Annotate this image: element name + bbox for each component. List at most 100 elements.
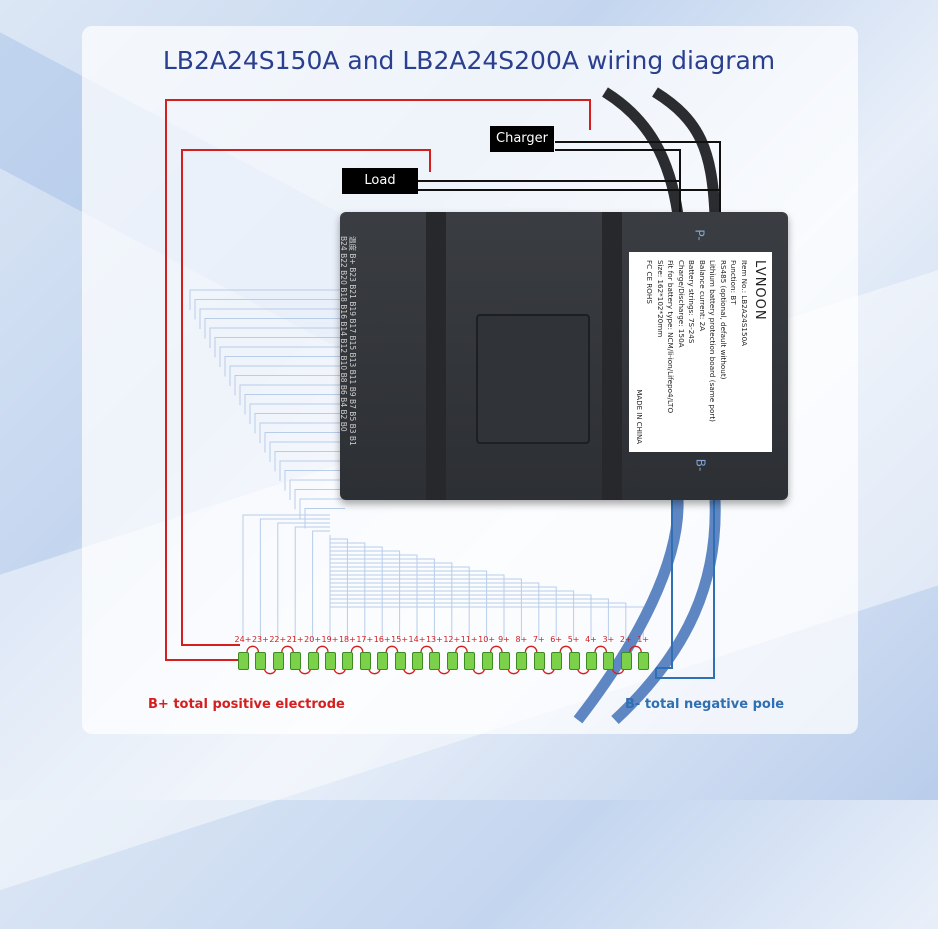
balance-wire [209, 327, 345, 640]
battery-cell [290, 652, 302, 670]
balance-wire [204, 318, 345, 640]
balance-wire [304, 508, 644, 640]
balance-wire [239, 384, 418, 640]
b-minus-cable-2 [611, 499, 721, 725]
cell-label: 12+ [443, 635, 461, 644]
battery-cell [342, 652, 354, 670]
cell-link [559, 645, 573, 653]
battery-cell [394, 652, 406, 670]
cell-label: 9+ [498, 635, 510, 644]
made-in: MADE IN CHINA [635, 389, 643, 444]
cell-label: 20+ [304, 635, 322, 644]
balance-wire [289, 479, 592, 640]
cell-link [385, 645, 399, 653]
b-minus-cable [573, 499, 684, 724]
cell-label: 14+ [408, 635, 426, 644]
label-line: Item No.: LB2A24S150A [740, 260, 749, 347]
battery-cell [464, 652, 476, 670]
cell-link [524, 645, 538, 653]
cell-label: 5+ [567, 635, 580, 644]
balance-wire [269, 441, 522, 640]
balance-wire [224, 356, 366, 640]
balance-wire [254, 413, 470, 640]
bms-rib [426, 212, 446, 500]
battery-cell [238, 652, 249, 670]
cell-label: 10+ [478, 635, 496, 644]
cell-label: 8+ [515, 635, 528, 644]
label-line: Battery strings: 7S-24S [687, 260, 697, 344]
cell-label: 18+ [338, 635, 356, 644]
battery-cell [481, 652, 493, 670]
b-minus-wire [655, 500, 715, 679]
cell-label: 24+ [234, 635, 252, 644]
battery-cell [516, 652, 528, 670]
cell-link [629, 645, 642, 653]
b-minus-label: B- total negative pole [625, 697, 785, 712]
battery-cell [568, 652, 580, 670]
battery-cell [377, 652, 389, 670]
cell-label: 2+ [619, 635, 632, 644]
brand-name: LVNOON [752, 260, 767, 321]
pin-labels-row2: B24 B22 B20 B18 B16 B14 B12 B10 B8 B6 B4… [339, 236, 348, 432]
battery-cell [325, 652, 336, 670]
label-line: Lithium battery protection board (same p… [708, 260, 718, 422]
balance-wire [259, 422, 488, 640]
cell-label: 15+ [391, 635, 409, 644]
cell-label: 17+ [356, 635, 374, 644]
battery-cell [412, 652, 423, 670]
label-line: Balance current: 2A [698, 260, 707, 332]
battery-cell [307, 652, 319, 670]
charger-line-2 [555, 149, 681, 212]
cell-link [246, 645, 260, 653]
cell-label: 21+ [286, 635, 304, 644]
label-line: Fit for battery type: NCM/li-ion/Lifepo4… [666, 260, 676, 414]
battery-cell [533, 652, 545, 670]
cell-link [489, 645, 503, 653]
battery-cell [359, 652, 371, 670]
bms-rib [602, 212, 622, 500]
battery-cell [429, 652, 441, 670]
p-minus-label: P- [692, 229, 707, 241]
cell-label: 11+ [460, 635, 478, 644]
balance-wire [264, 432, 505, 640]
battery-cell [620, 652, 632, 670]
balance-wire [244, 394, 435, 640]
positive-wire-charger [165, 99, 591, 661]
label-line: RS485 (optional, default without) [719, 260, 728, 380]
cell-link [281, 645, 294, 653]
balance-wire [219, 346, 348, 640]
cell-label: 22+ [269, 635, 287, 644]
p-minus-cable-2 [652, 87, 721, 216]
label-line: Size: 162*102*20mm [656, 260, 665, 338]
pin-labels-row1: 温度 B+ B23 B21 B19 B17 B15 B13 B11 B9 B7 … [348, 236, 357, 446]
charger-box: Charger [490, 126, 554, 152]
battery-cell [603, 652, 615, 670]
cell-link [350, 645, 364, 653]
balance-wires [189, 289, 644, 640]
cell-link [594, 645, 608, 653]
battery-cell [255, 652, 267, 670]
wiring-diagram [165, 87, 721, 725]
balance-wire [284, 470, 575, 640]
cell-label: 13+ [425, 635, 443, 644]
cell-label: 19+ [321, 635, 339, 644]
balance-wire [234, 375, 401, 640]
balance-wire [299, 498, 627, 640]
battery-cell [586, 652, 597, 670]
balance-wire [189, 289, 345, 640]
cell-label: 1+ [637, 635, 650, 644]
label-line: FC CE ROHS [645, 260, 655, 304]
label-line: Function: BT [729, 260, 739, 305]
cell-label: 16+ [373, 635, 391, 644]
page-title: LB2A24S150A and LB2A24S200A wiring diagr… [162, 46, 776, 75]
b-plus-label: B+ total positive electrode [148, 697, 345, 712]
cell-label: 6+ [550, 635, 563, 644]
cell-link [315, 645, 329, 653]
p-minus-cable [602, 87, 684, 216]
bms-center-plate [476, 314, 590, 444]
balance-wire [194, 299, 345, 640]
balance-wire [294, 489, 609, 640]
balance-wire [279, 460, 557, 640]
label-line: Charge/Discharge: 150A [677, 260, 686, 348]
